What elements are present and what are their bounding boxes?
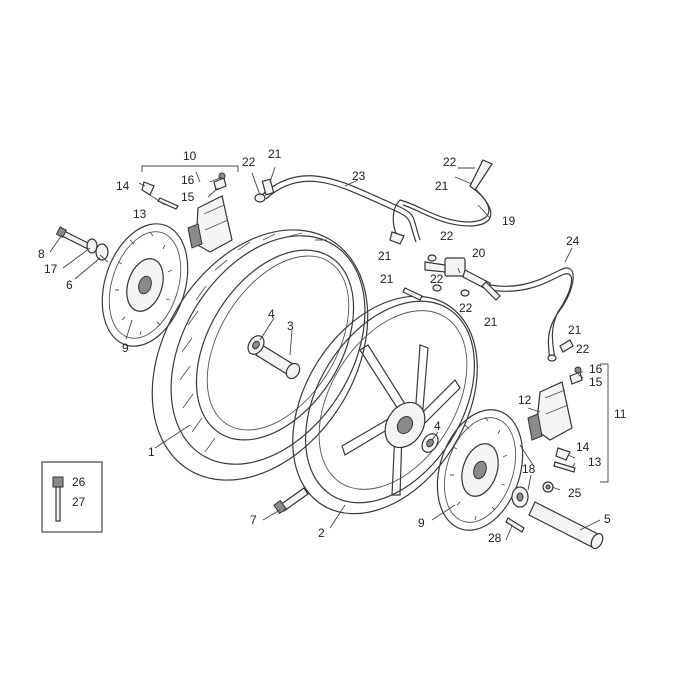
callout-16-left: 16	[181, 173, 195, 187]
callout-26: 26	[72, 475, 86, 489]
clip-14-right	[555, 447, 571, 461]
callout-28: 28	[488, 531, 502, 545]
banjo-bolt-21-mid-left	[389, 231, 405, 245]
callout-7: 7	[250, 513, 257, 527]
callout-17: 17	[44, 262, 58, 276]
callout-22-caliper-right: 22	[576, 342, 590, 356]
callout-22-mid-lower: 22	[430, 272, 444, 286]
callout-13-left: 13	[133, 207, 147, 221]
bearing-left	[247, 335, 265, 355]
brake-caliper-left	[187, 195, 233, 253]
callout-22-right: 22	[459, 301, 473, 315]
callout-25: 25	[568, 486, 582, 500]
callout-3: 3	[287, 319, 294, 333]
brake-hose-24	[489, 267, 574, 361]
banjo-bolt-21-right	[481, 281, 501, 301]
banjo-washers-22	[427, 254, 557, 362]
kit-box	[41, 461, 103, 533]
callout-27: 27	[72, 495, 86, 509]
callout-5: 5	[604, 512, 611, 526]
callout-14-left: 14	[116, 179, 130, 193]
axle-spacer	[255, 344, 301, 380]
callout-18: 18	[522, 462, 536, 476]
callout-2: 2	[318, 526, 325, 540]
callout-labels: 1 2 3 4 4 5 6 7 8 9 9 10 11 12 13 13 14 …	[38, 147, 627, 545]
callout-8: 8	[38, 247, 45, 261]
brake-disc-left	[101, 223, 189, 347]
wheel-rim	[292, 295, 478, 515]
banjo-bolt-21-mid	[402, 287, 423, 301]
callout-21-mid: 21	[380, 272, 394, 286]
spacer-18	[511, 486, 529, 508]
banjo-bolt-21-top-left	[261, 178, 275, 196]
callout-21-mid-left: 21	[378, 249, 392, 263]
bearing-right	[421, 433, 439, 453]
callout-13-right: 13	[588, 455, 602, 469]
callout-22-top-left: 22	[242, 155, 256, 169]
callout-15-right: 15	[589, 375, 603, 389]
bolt-7	[273, 487, 309, 515]
banjo-washer-22-top-left	[254, 193, 266, 203]
callout-21-caliper-right: 21	[568, 323, 582, 337]
brake-hose-23	[261, 175, 421, 243]
callout-19: 19	[502, 214, 516, 228]
callout-4-right: 4	[434, 419, 441, 433]
callout-15-left: 15	[181, 190, 195, 204]
callout-16-right: 16	[589, 362, 603, 376]
callout-21-top-left: 21	[268, 147, 282, 161]
bracket-11	[600, 363, 609, 483]
callout-9-left: 9	[122, 341, 129, 355]
pin-13-left	[157, 197, 179, 210]
callout-6: 6	[66, 278, 73, 292]
spacer-6	[95, 243, 109, 261]
callout-22-top-right: 22	[443, 155, 457, 169]
callout-24: 24	[566, 234, 580, 248]
callout-12: 12	[518, 393, 532, 407]
brake-disc-right	[436, 409, 524, 531]
callout-23: 23	[352, 169, 366, 183]
callout-22-mid-upper: 22	[440, 229, 454, 243]
sensor-screw-28	[505, 517, 525, 533]
callout-9-right: 9	[418, 516, 425, 530]
tyre	[151, 229, 369, 481]
bolt-8	[55, 226, 91, 250]
bleed-screw-15-16-left	[213, 172, 227, 191]
bolt-25	[542, 481, 554, 493]
banjo-bolt-21-caliper-right	[559, 339, 574, 353]
washer-17	[86, 238, 98, 254]
pin-13-right	[553, 461, 576, 473]
callout-20: 20	[472, 246, 486, 260]
callout-4-left: 4	[268, 307, 275, 321]
brake-caliper-right	[527, 381, 573, 441]
callout-10: 10	[183, 149, 197, 163]
brake-hose-19	[392, 184, 492, 241]
callout-11: 11	[614, 407, 627, 421]
clip-14-left	[141, 181, 155, 196]
banjo-bolt-21-top-right	[469, 159, 493, 191]
callout-21-right: 21	[484, 315, 498, 329]
leader-lines	[49, 166, 601, 541]
callout-21-top-right: 21	[435, 179, 449, 193]
callout-1: 1	[148, 445, 155, 459]
callout-14-right: 14	[576, 440, 590, 454]
wheel-axle-5	[528, 501, 604, 550]
bracket-10	[141, 165, 239, 172]
